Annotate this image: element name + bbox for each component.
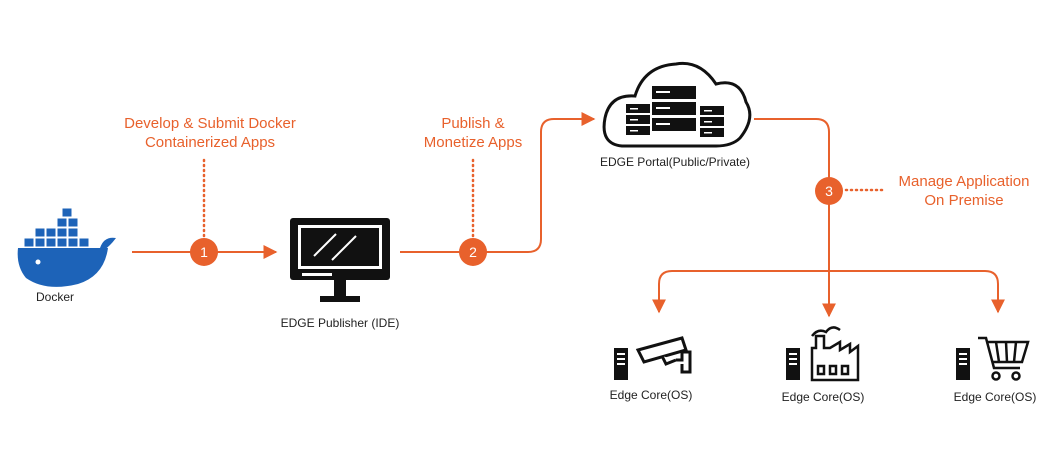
edge-device-1 [614,336,692,380]
step-2-caption-line2: Monetize Apps [423,134,523,151]
edge-device-2 [786,326,860,382]
step-2-badge: 2 [459,238,487,266]
server-tower-icon [956,348,970,380]
step-3-caption-line2: On Premise [924,192,1004,209]
security-camera-icon [635,336,692,374]
step-1-caption: Develop & Submit Docker Containerized Ap… [110,114,310,152]
step-1-badge: 1 [190,238,218,266]
step-3-caption: Manage Application On Premise [884,172,1044,210]
step-1-caption-line1: Develop & Submit Docker [124,115,296,132]
portal-to-edge-line [754,118,836,318]
server-tower-icon [786,348,800,380]
edge-device-3 [956,336,1030,381]
monitor-icon [290,218,390,302]
edge-branch-right-arrow [829,270,1005,314]
dotted-leaders [202,158,888,238]
factory-icon [810,326,860,382]
edge-core-3-label: Edge Core(OS) [953,390,1037,404]
shopping-cart-icon [978,336,1030,381]
edge-branch-left-arrow [652,270,829,314]
step-2-caption: Publish & Monetize Apps [408,114,538,152]
publisher-to-portal-arrow [400,112,596,253]
cloud-server-icon [602,61,752,148]
step-3-caption-line1: Manage Application [898,173,1030,190]
edge-core-1-label: Edge Core(OS) [609,388,693,402]
server-tower-icon [614,348,628,380]
step-1-caption-line2: Containerized Apps [144,134,276,151]
step-3-badge: 3 [815,177,843,205]
step-2-caption-line1: Publish & [441,115,505,132]
connectors [132,112,1005,318]
publisher-label: EDGE Publisher (IDE) [280,316,400,330]
portal-label: EDGE Portal(Public/Private) [599,155,751,169]
docker-whale-icon [17,207,116,287]
docker-label: Docker [35,290,74,304]
edge-core-2-label: Edge Core(OS) [781,390,865,404]
